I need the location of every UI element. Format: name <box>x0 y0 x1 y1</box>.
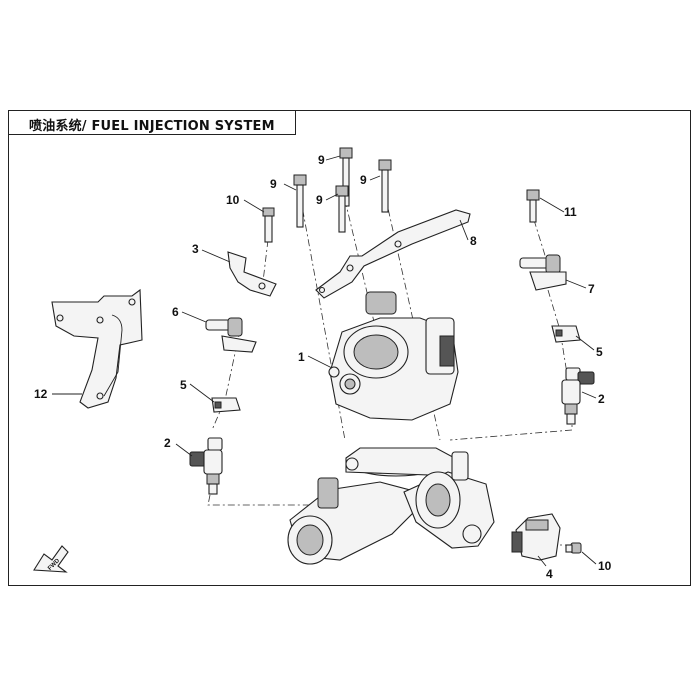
part-2-injectors <box>189 367 595 495</box>
callout-5-right: 5 <box>596 345 603 359</box>
callout-2-left: 2 <box>164 436 171 450</box>
callout-9-d: 9 <box>360 173 367 187</box>
callout-1: 1 <box>298 350 305 364</box>
part-9-bolts <box>293 147 392 233</box>
part-11-bolt <box>526 189 540 223</box>
fwd-arrow-icon: FWD <box>33 545 69 573</box>
title-box: 喷油系统/ FUEL INJECTION SYSTEM <box>8 110 296 135</box>
callout-2-right: 2 <box>598 392 605 406</box>
part-7-clamp <box>519 254 567 291</box>
leader-lines <box>52 155 597 567</box>
callout-4: 4 <box>546 567 553 581</box>
part-10-bolt-left <box>262 207 275 243</box>
part-3-clip <box>227 251 277 297</box>
callout-10-top: 10 <box>226 193 240 207</box>
diagram-frame <box>8 110 691 586</box>
callout-8: 8 <box>470 234 477 248</box>
callout-9-b: 9 <box>318 153 325 167</box>
callout-3: 3 <box>192 242 199 256</box>
part-10-bolt-right <box>565 542 582 554</box>
part-6-clamp <box>205 317 257 353</box>
callout-9-a: 9 <box>270 177 277 191</box>
diagram-title: 喷油系统/ FUEL INJECTION SYSTEM <box>29 119 275 134</box>
callout-5-left: 5 <box>180 378 187 392</box>
part-4-sensor <box>511 513 561 561</box>
part-1-throttle-body <box>328 291 459 421</box>
callout-9-c: 9 <box>316 193 323 207</box>
callout-6: 6 <box>172 305 179 319</box>
part-5-clips <box>211 325 581 413</box>
callout-11: 11 <box>564 205 577 219</box>
callout-12: 12 <box>34 387 48 401</box>
callout-7: 7 <box>588 282 595 296</box>
part-8-bracket <box>315 209 471 299</box>
part-12-bracket <box>51 288 143 409</box>
intake-manifold <box>287 447 495 565</box>
callout-10-bottom: 10 <box>598 559 612 573</box>
callout-labels: 1 2 2 3 4 5 5 6 7 8 9 9 9 9 10 10 11 12 <box>34 153 612 581</box>
